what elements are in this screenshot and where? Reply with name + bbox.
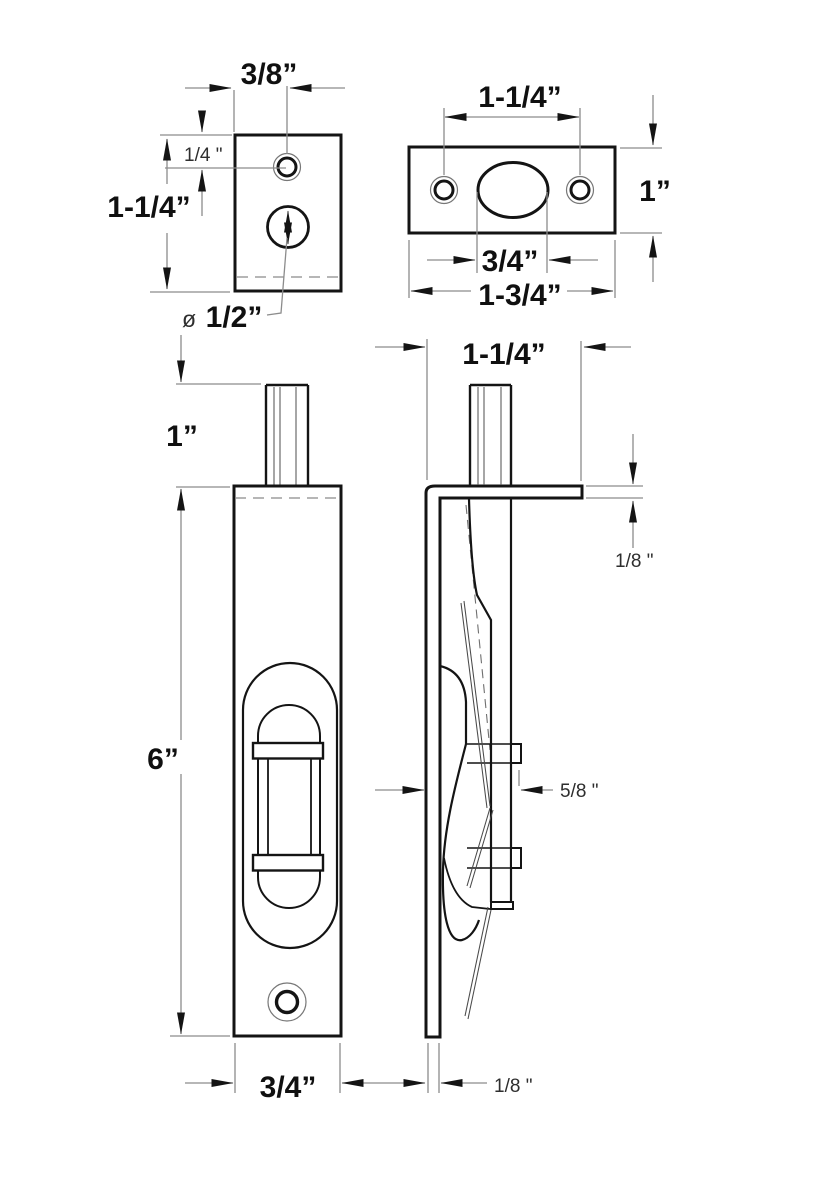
dim-label-strike-width: 1-3/4” bbox=[478, 279, 561, 312]
bolt-side-mechanism bbox=[439, 498, 522, 1020]
screw-hole-counterbore bbox=[429, 175, 459, 205]
bolt-profile bbox=[467, 498, 493, 902]
lever-line bbox=[466, 807, 491, 887]
lever-line bbox=[460, 602, 488, 809]
dim-label-bolt-depth: 5/8 " bbox=[560, 781, 598, 802]
dim-label-plate-height: 1-1/4” bbox=[107, 191, 190, 224]
diameter-symbol: ø bbox=[182, 306, 196, 332]
dim-label-rod-length: 1” bbox=[166, 420, 198, 453]
plate-front-view: 3/8” 1/4 " 1-1/4” ø 1/2” bbox=[107, 58, 345, 334]
bolt-rod-side bbox=[468, 383, 513, 486]
screw-hole bbox=[274, 989, 300, 1015]
bolt-hole bbox=[266, 205, 310, 249]
screw-hole bbox=[276, 156, 298, 178]
crossbar-tab bbox=[510, 743, 522, 764]
dim-label-body-length: 6” bbox=[147, 743, 179, 776]
hidden-line bbox=[465, 504, 491, 751]
crossbar-tab bbox=[510, 847, 522, 869]
dim-label-bolt-diameter: 1/2” bbox=[206, 301, 263, 334]
diameter-leader-line bbox=[266, 237, 288, 316]
dim-label-hole-offset-x: 3/8” bbox=[241, 58, 298, 91]
screw-hole bbox=[569, 179, 591, 201]
dim-label-strike-height: 1” bbox=[639, 175, 671, 208]
faceplate-and-flange bbox=[424, 484, 584, 1039]
dim-label-body-width: 3/4” bbox=[260, 1071, 317, 1104]
bolt-side-view: 1-1/4” 1/8 " 5/8 " 1/8 " bbox=[375, 338, 653, 1097]
strike-plate-view: 1-1/4” 1” 3/4” 1-3/4” bbox=[407, 81, 671, 312]
dim-label-flange-thickness: 1/8 " bbox=[615, 551, 653, 572]
bolt-rod bbox=[264, 383, 310, 486]
lever-line bbox=[463, 600, 491, 807]
screw-hole-counterbore bbox=[565, 175, 595, 205]
dim-label-faceplate-thickness: 1/8 " bbox=[494, 1076, 532, 1097]
lever-line bbox=[469, 809, 494, 889]
screw-hole-counterbore bbox=[267, 982, 307, 1022]
plate-outline bbox=[233, 133, 343, 293]
lever-line bbox=[467, 909, 492, 1020]
dim-label-slot-width: 3/4” bbox=[482, 245, 539, 278]
cup-inner-arc bbox=[443, 857, 491, 910]
bolt-front-view: 1” 6” 3/4” bbox=[147, 335, 426, 1104]
dim-label-hole-offset-y: 1/4 " bbox=[184, 145, 222, 166]
strike-plate-outline bbox=[407, 145, 617, 235]
mechanism-foot bbox=[490, 901, 514, 910]
cup-profile bbox=[439, 664, 481, 942]
dim-label-side-width: 1-1/4” bbox=[462, 338, 545, 371]
lever-crossbar-bottom bbox=[251, 853, 325, 872]
lever-crossbar-top bbox=[251, 741, 325, 760]
lever-line bbox=[464, 906, 489, 1017]
bolt-slot bbox=[476, 161, 550, 219]
screw-hole bbox=[433, 179, 455, 201]
dim-label-hole-spacing: 1-1/4” bbox=[478, 81, 561, 114]
